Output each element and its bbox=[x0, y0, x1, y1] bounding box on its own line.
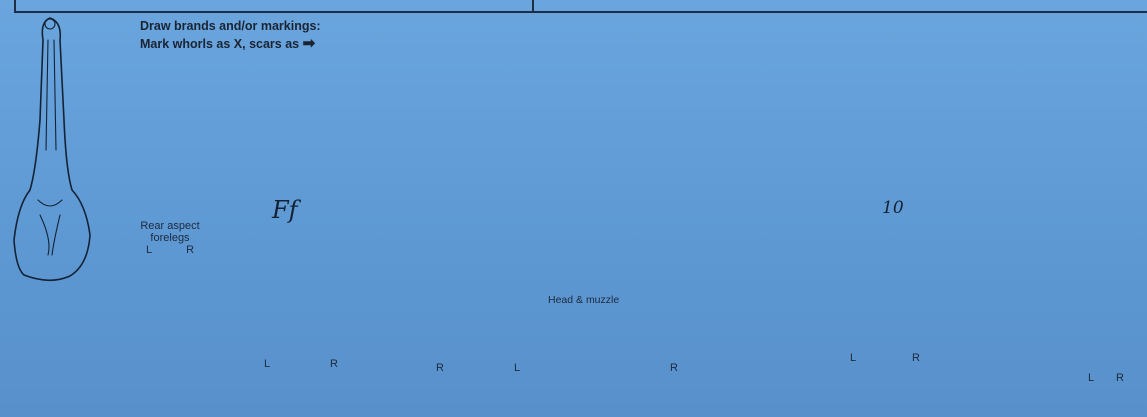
forelegs-text: forelegs bbox=[120, 232, 220, 244]
rear-view-left-label: L bbox=[1088, 372, 1094, 384]
brand-mark-left: Ff bbox=[272, 196, 298, 224]
rear-right-label: R bbox=[186, 244, 194, 256]
head-muzzle-label: Head & muzzle bbox=[548, 294, 619, 306]
rear-view-right-label: R bbox=[1116, 372, 1124, 384]
rear-aspect-text: Rear aspect bbox=[120, 220, 220, 232]
brand-mark-right: 10 bbox=[882, 198, 904, 218]
left-horse-hind-left-label: L bbox=[514, 362, 520, 374]
right-horse-left-leg-label: L bbox=[850, 352, 856, 364]
left-horse-hind-right-label: R bbox=[436, 362, 444, 374]
right-horse-hind-right-label: R bbox=[670, 362, 678, 374]
left-horse-right-leg-label: R bbox=[330, 358, 338, 370]
left-horse-left-leg-label: L bbox=[264, 358, 270, 370]
front-view-diagram bbox=[14, 18, 90, 280]
right-horse-right-leg-label: R bbox=[912, 352, 920, 364]
rear-aspect-label: Rear aspect forelegs L R bbox=[120, 220, 220, 256]
rear-left-label: L bbox=[146, 244, 152, 256]
